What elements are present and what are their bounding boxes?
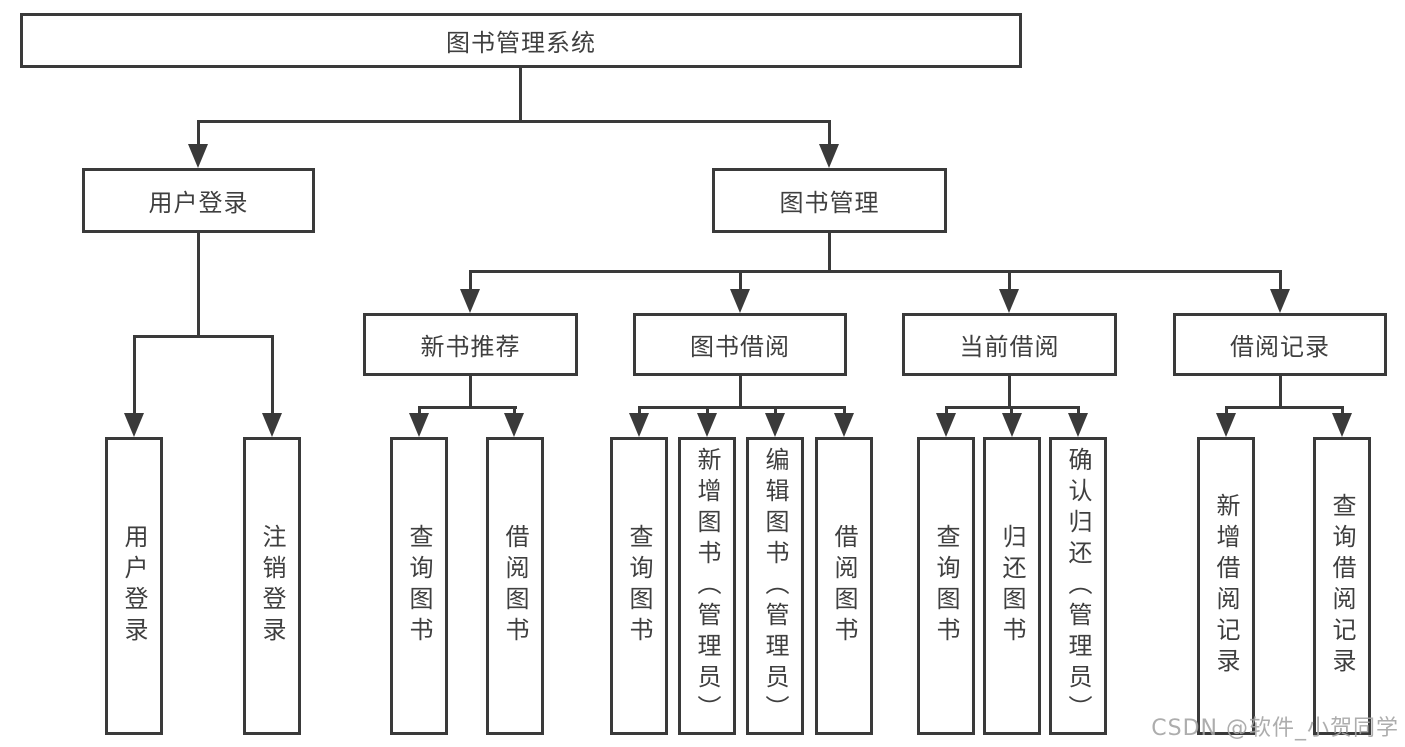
node-borrow-record-label: 借阅记录: [1230, 333, 1330, 361]
node-user-login-label: 用户登录: [148, 189, 249, 217]
connector-segment: [1279, 376, 1282, 409]
arrow-down-icon: [188, 144, 208, 168]
node-current-borrow-label: 当前借阅: [959, 333, 1060, 361]
connector-segment: [774, 406, 777, 415]
arrow-down-icon: [730, 289, 750, 313]
leaf-borrow-query-book: 查询图书: [610, 437, 668, 735]
leaf-record-query: 查询借阅记录: [1313, 437, 1371, 735]
connector-segment: [513, 406, 516, 415]
node-book-borrow: 图书借阅: [633, 313, 847, 376]
connector-segment: [271, 335, 274, 415]
arrow-down-icon: [629, 413, 649, 437]
leaf-logout-login-label: 注销登录: [258, 524, 286, 648]
connector-segment: [828, 233, 831, 273]
connector-segment: [1225, 406, 1344, 409]
connector-segment: [197, 120, 831, 123]
leaf-current-query-book: 查询图书: [917, 437, 975, 735]
connector-segment: [739, 270, 742, 291]
arrow-down-icon: [1332, 413, 1352, 437]
connector-segment: [133, 335, 136, 415]
node-book-management-label: 图书管理: [779, 189, 880, 217]
node-book-management: 图书管理: [712, 168, 947, 233]
connector-segment: [828, 120, 831, 146]
leaf-record-add: 新增借阅记录: [1197, 437, 1255, 735]
connector-segment: [469, 376, 472, 409]
leaf-borrow-query-book-label: 查询图书: [625, 524, 653, 648]
connector-segment: [197, 233, 200, 337]
leaf-logout-login: 注销登录: [243, 437, 301, 735]
arrow-down-icon: [262, 413, 282, 437]
csdn-watermark: CSDN @软件_小贺同学: [1151, 716, 1399, 741]
connector-segment: [843, 406, 846, 415]
connector-segment: [469, 270, 472, 291]
node-new-book-recommend: 新书推荐: [363, 313, 578, 376]
node-current-borrow: 当前借阅: [902, 313, 1117, 376]
connector-segment: [519, 68, 522, 122]
leaf-recommend-borrow-book: 借阅图书: [486, 437, 544, 735]
connector-segment: [739, 376, 742, 409]
node-root: 图书管理系统: [20, 13, 1022, 68]
arrow-down-icon: [1216, 413, 1236, 437]
connector-segment: [706, 406, 709, 415]
leaf-record-add-label: 新增借阅记录: [1212, 493, 1240, 679]
connector-segment: [418, 406, 421, 415]
arrow-down-icon: [765, 413, 785, 437]
leaf-user-login-label: 用户登录: [120, 524, 148, 648]
arrow-down-icon: [999, 289, 1019, 313]
connector-segment: [1225, 406, 1228, 415]
connector-segment: [197, 120, 200, 146]
leaf-borrow-borrow-book-label: 借阅图书: [830, 524, 858, 648]
connector-segment: [638, 406, 641, 415]
arrow-down-icon: [1068, 413, 1088, 437]
node-user-login: 用户登录: [82, 168, 315, 233]
leaf-borrow-borrow-book: 借阅图书: [815, 437, 873, 735]
connector-segment: [945, 406, 948, 415]
leaf-current-query-book-label: 查询图书: [932, 524, 960, 648]
arrow-down-icon: [697, 413, 717, 437]
leaf-recommend-query-book: 查询图书: [390, 437, 448, 735]
arrow-down-icon: [936, 413, 956, 437]
leaf-recommend-borrow-book-label: 借阅图书: [501, 524, 529, 648]
arrow-down-icon: [460, 289, 480, 313]
node-book-borrow-label: 图书借阅: [690, 333, 790, 361]
node-new-book-recommend-label: 新书推荐: [420, 333, 521, 361]
leaf-user-login: 用户登录: [105, 437, 163, 735]
connector-segment: [133, 335, 274, 338]
connector-segment: [418, 406, 517, 409]
leaf-borrow-add-book-label: 新增图书（管理员）: [693, 446, 721, 726]
leaf-current-confirm-return: 确认归还（管理员）: [1049, 437, 1107, 735]
leaf-borrow-edit-book-label: 编辑图书（管理员）: [761, 446, 789, 726]
connector-segment: [1010, 406, 1013, 415]
leaf-recommend-query-book-label: 查询图书: [405, 524, 433, 648]
leaf-current-return-book: 归还图书: [983, 437, 1041, 735]
leaf-record-query-label: 查询借阅记录: [1328, 493, 1356, 679]
connector-segment: [1008, 376, 1011, 409]
node-root-label: 图书管理系统: [446, 29, 596, 57]
connector-segment: [469, 270, 1281, 273]
connector-segment: [1279, 270, 1282, 291]
arrow-down-icon: [504, 413, 524, 437]
connector-segment: [1341, 406, 1344, 415]
arrow-down-icon: [1270, 289, 1290, 313]
connector-segment: [1008, 270, 1011, 291]
leaf-current-confirm-return-label: 确认归还（管理员）: [1064, 446, 1092, 726]
node-borrow-record: 借阅记录: [1173, 313, 1387, 376]
connector-segment: [1077, 406, 1080, 415]
arrow-down-icon: [834, 413, 854, 437]
arrow-down-icon: [409, 413, 429, 437]
connector-segment: [638, 406, 846, 409]
arrow-down-icon: [1002, 413, 1022, 437]
leaf-borrow-add-book: 新增图书（管理员）: [678, 437, 736, 735]
arrow-down-icon: [124, 413, 144, 437]
leaf-current-return-book-label: 归还图书: [998, 524, 1026, 648]
arrow-down-icon: [819, 144, 839, 168]
leaf-borrow-edit-book: 编辑图书（管理员）: [746, 437, 804, 735]
